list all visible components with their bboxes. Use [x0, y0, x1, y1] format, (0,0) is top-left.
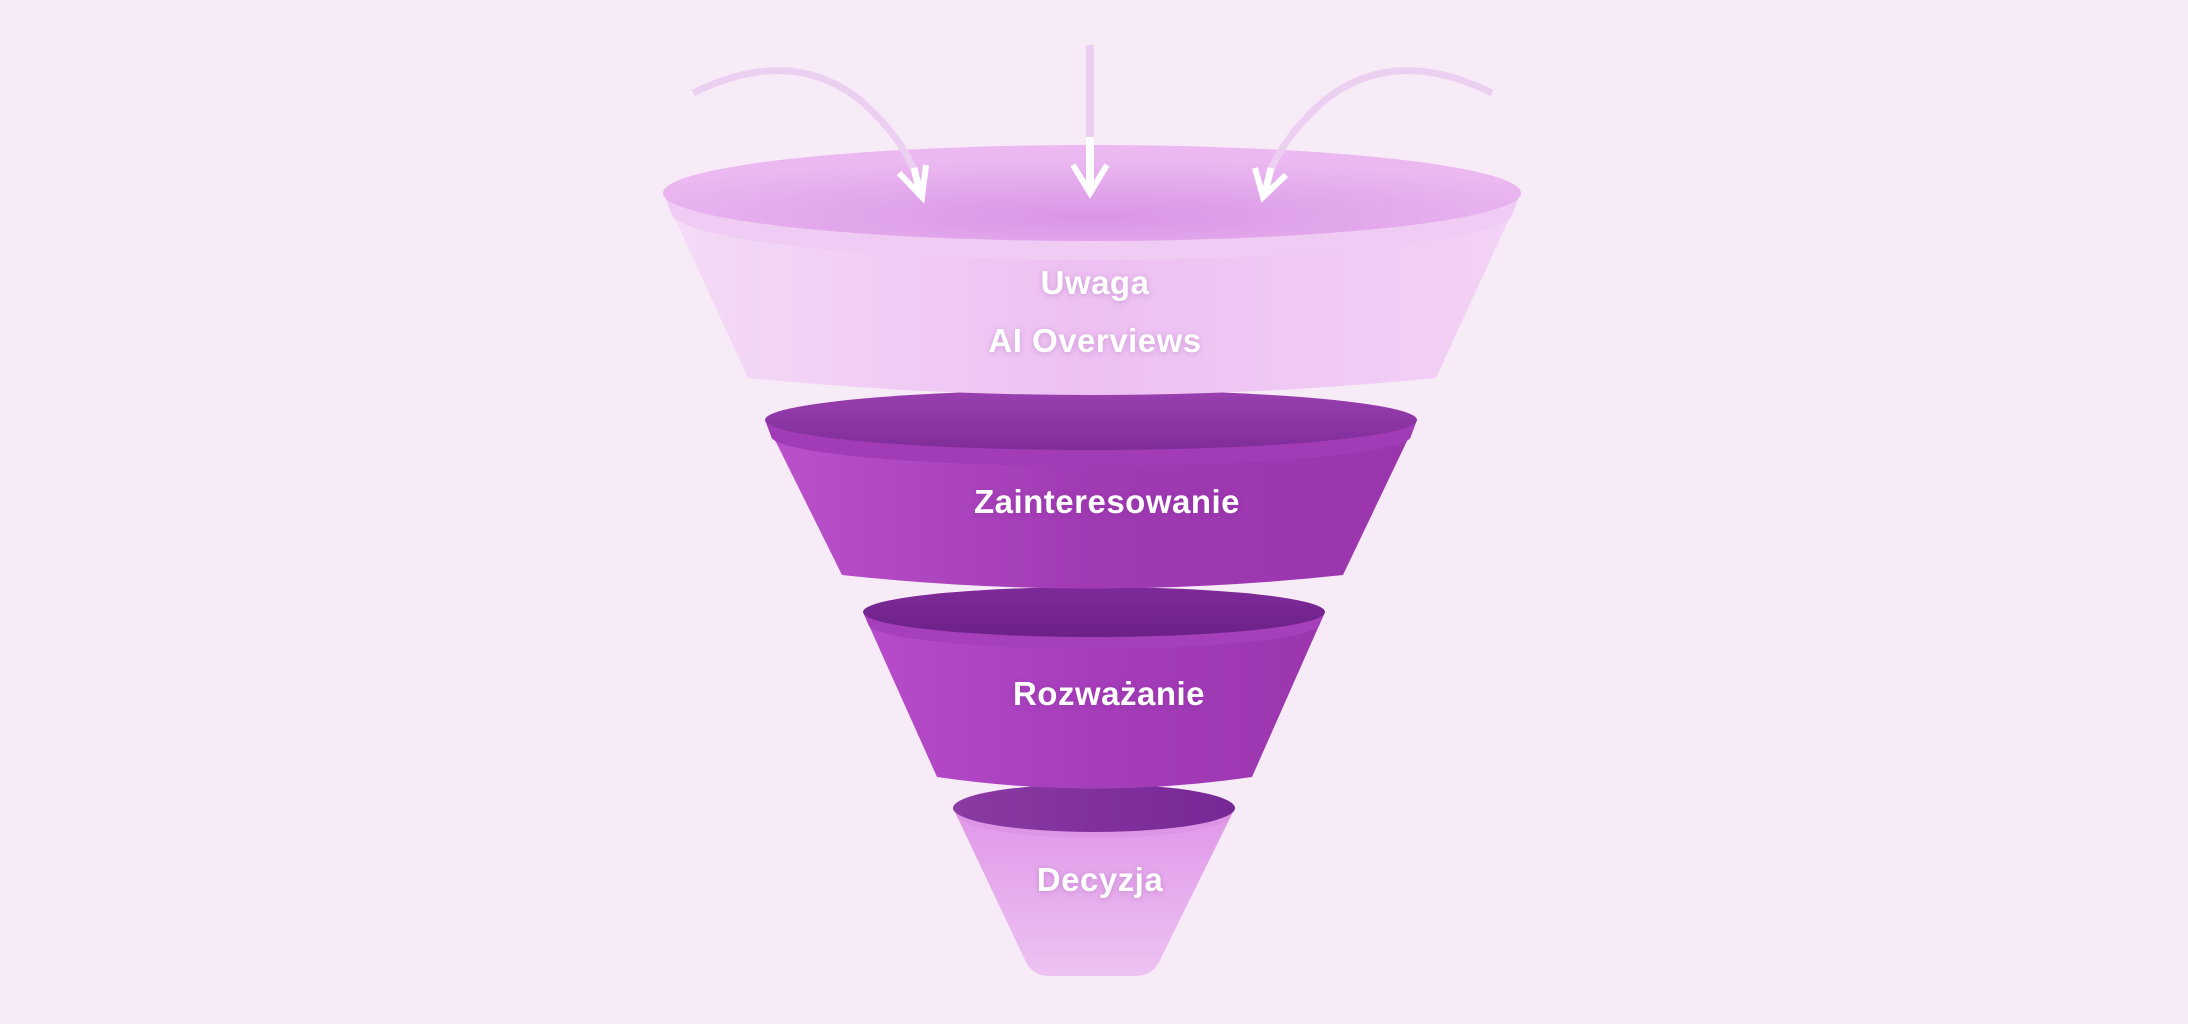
- funnel-stage-3-shape: [863, 587, 1325, 789]
- stage-1-label: Uwaga: [1040, 264, 1150, 301]
- stage-2-label: Zainteresowanie: [973, 483, 1241, 520]
- funnel-stage-4-shape: [953, 784, 1235, 976]
- input-arrow-center: [1070, 45, 1110, 199]
- funnel-stage-2-shape: [765, 390, 1417, 589]
- stage-1-sublabel: AI Overviews: [988, 322, 1202, 359]
- input-arrow-right: [1252, 67, 1494, 203]
- input-arrow-left: [691, 67, 929, 204]
- stage-4-label: Decyzja: [1036, 861, 1164, 898]
- stage-3-label: Rozważanie: [1012, 675, 1206, 712]
